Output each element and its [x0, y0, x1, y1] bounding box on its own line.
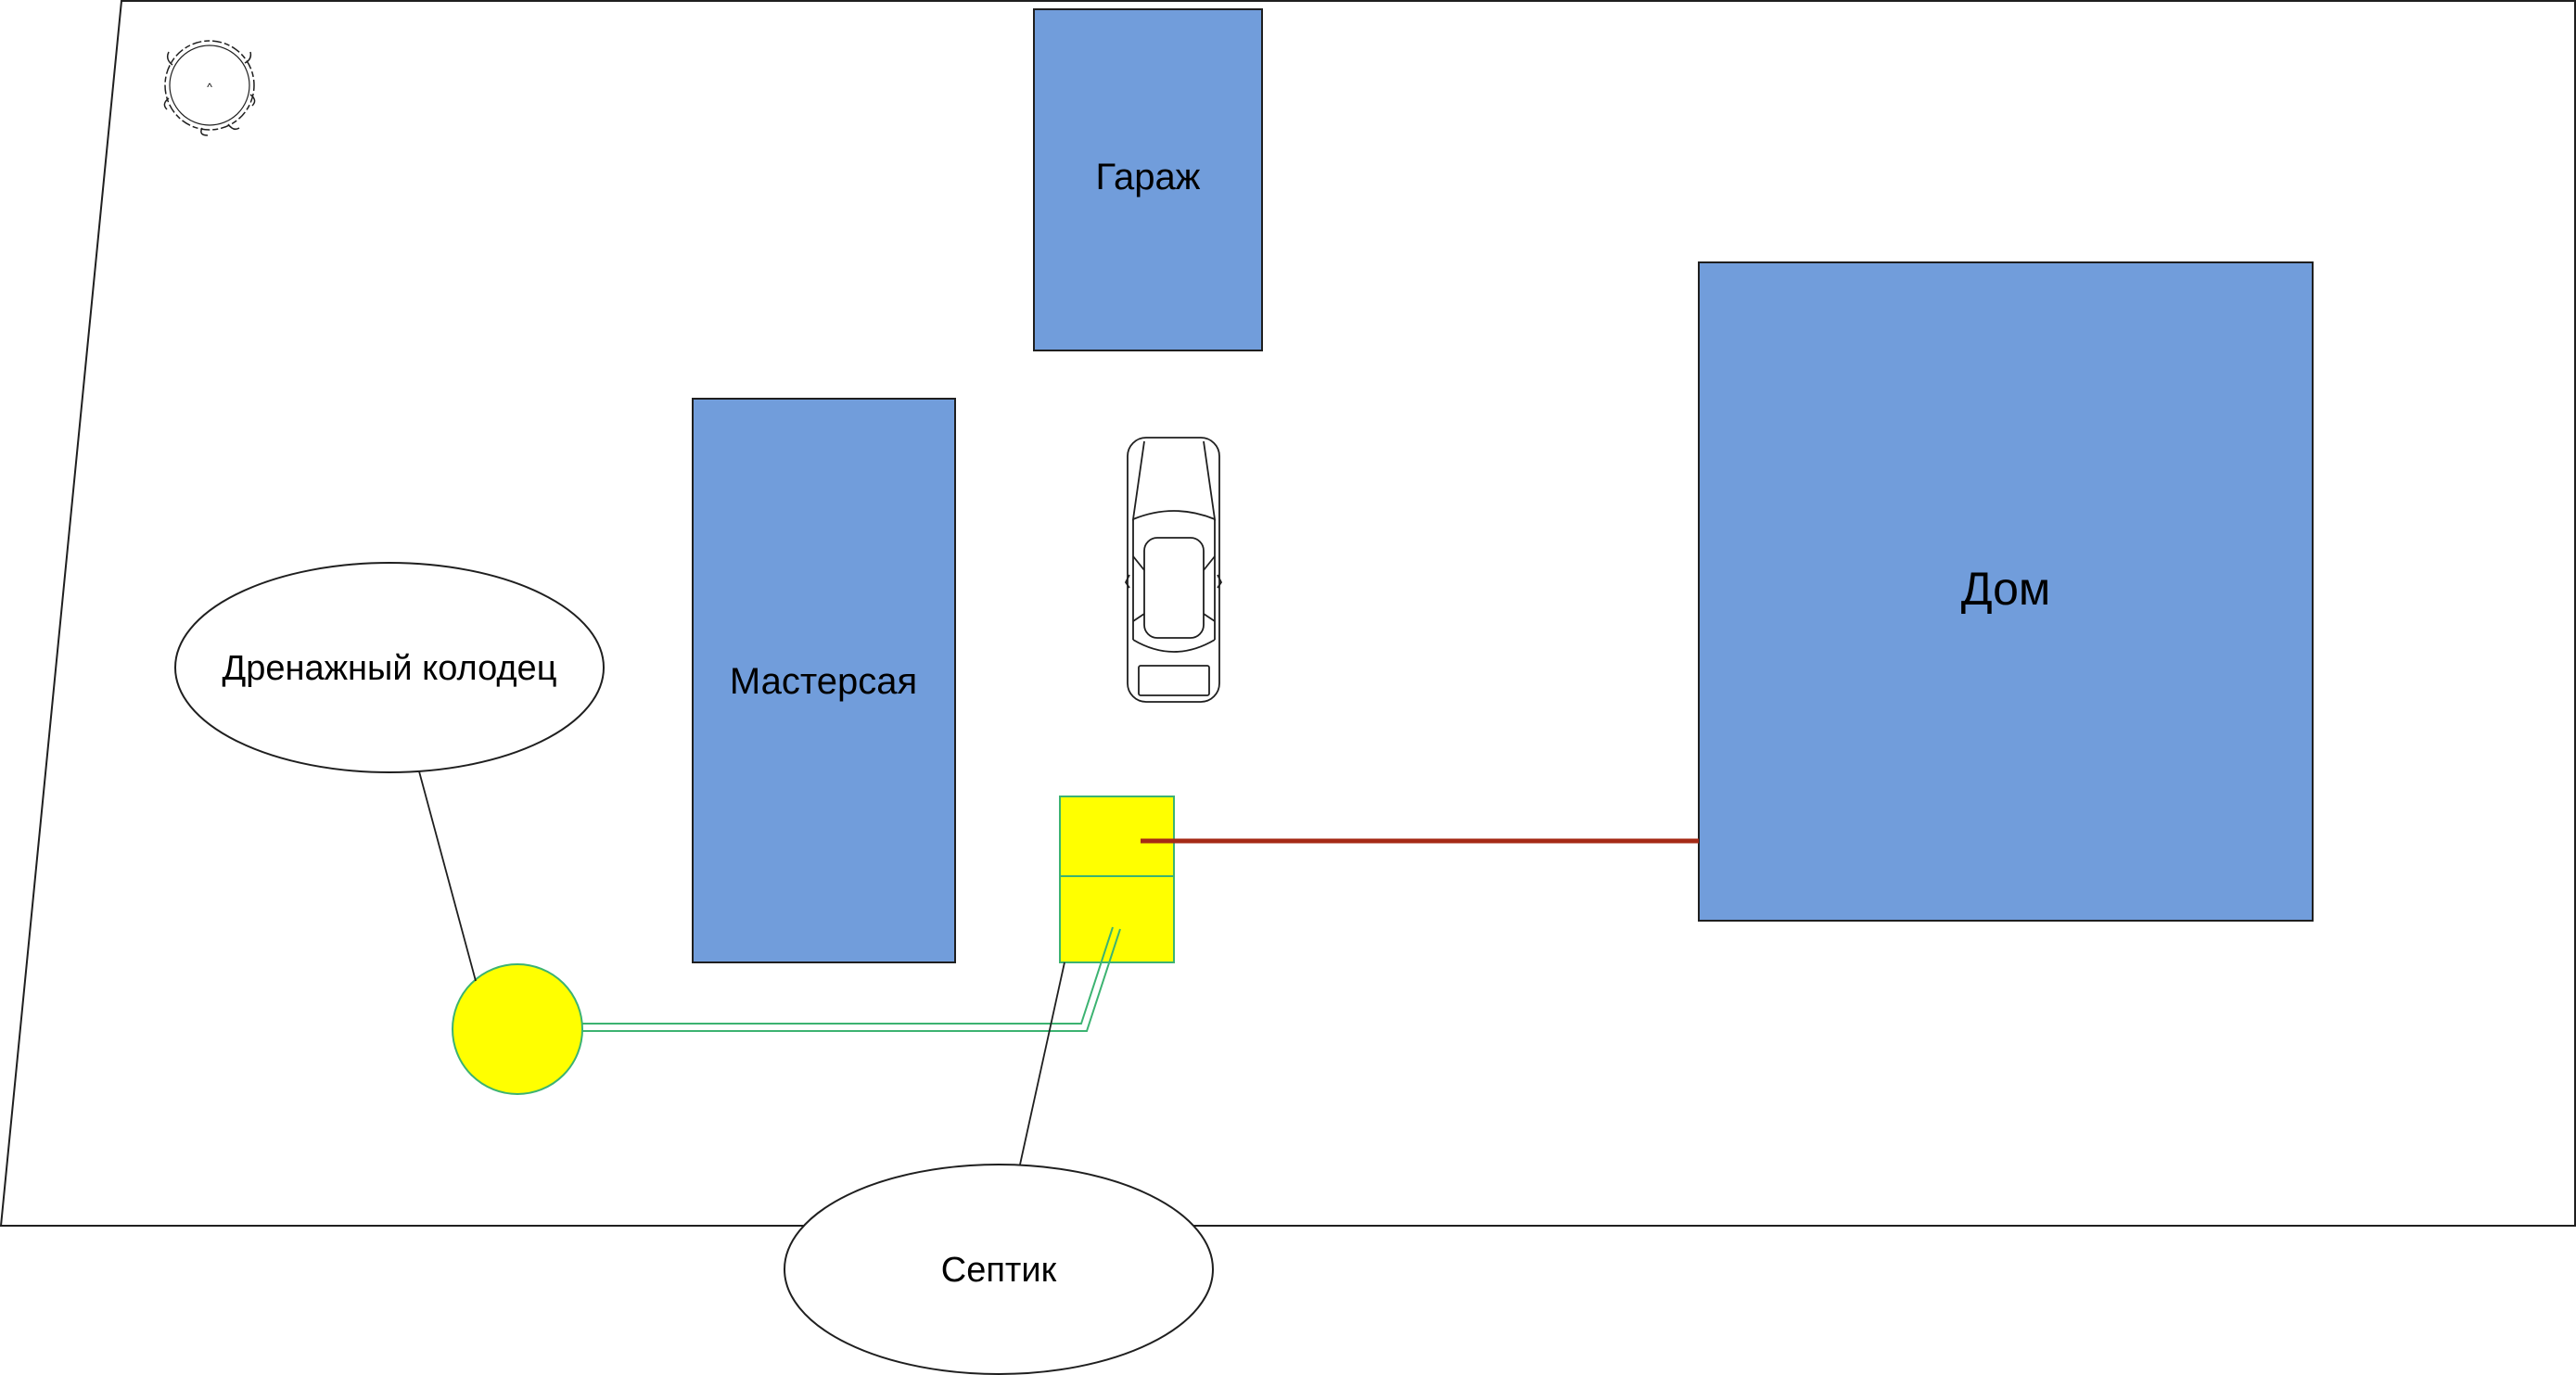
drainage-well-label: Дренажный колодец	[223, 649, 557, 688]
septic-label: Септик	[941, 1251, 1057, 1290]
car-icon	[1124, 437, 1223, 703]
house-building	[1698, 261, 2314, 922]
tree-icon: ^	[163, 40, 256, 136]
workshop-building	[692, 398, 956, 963]
septic-tank	[1059, 796, 1175, 963]
drainage-leader-line	[418, 770, 477, 982]
compass-mark: ^	[207, 81, 212, 94]
garage-building	[1033, 8, 1263, 351]
drainage-well	[452, 963, 583, 1095]
overflow-pipe	[581, 926, 1121, 1032]
house-label: Дом	[1961, 563, 2051, 615]
septic-leader-line	[1019, 961, 1065, 1165]
plot-boundary	[0, 0, 2576, 1227]
workshop-label: Мастерсая	[730, 661, 917, 702]
garage-label: Гараж	[1096, 157, 1201, 197]
drainage-well-callout	[174, 562, 605, 773]
septic-callout	[784, 1164, 1214, 1375]
